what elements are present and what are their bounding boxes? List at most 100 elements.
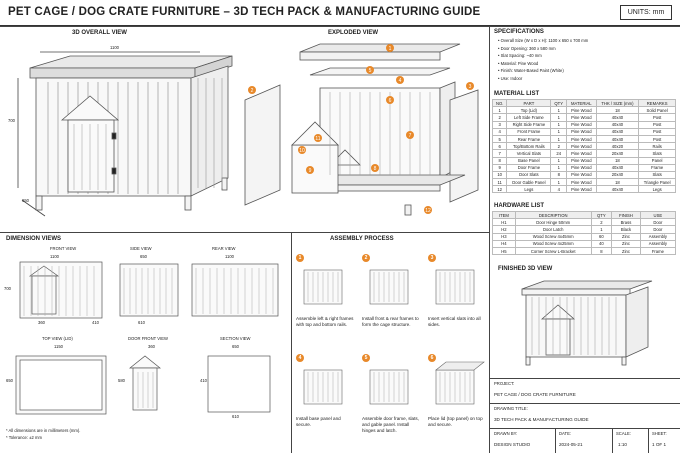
callout-3 — [466, 82, 474, 90]
svg-text:2: 2 — [251, 88, 254, 94]
callout-7 — [406, 131, 414, 139]
front-door-dim: 360 — [38, 320, 45, 325]
spec-item: • Finish: Water-Based Paint (White) — [498, 68, 564, 74]
spec-item: • Use: Indoor — [498, 75, 523, 81]
right-column-divider — [489, 26, 490, 453]
drawing-title: 3D TECH PACK & MANUFACTURING GUIDE — [494, 417, 589, 422]
specs-label: SPECIFICATIONS — [494, 29, 544, 35]
front-height-dim: 700 — [4, 286, 11, 291]
overall-width-dim: 1100 — [110, 45, 120, 50]
finished-3d-drawing — [521, 280, 653, 366]
svg-text:7: 7 — [409, 133, 412, 139]
material-list-label: MATERIAL LIST — [494, 91, 540, 97]
spec-item: • Door Opening: 360 x 580 mm — [498, 45, 556, 51]
sheet-label: SHEET: — [652, 431, 667, 436]
date-value: 2024-05-21 — [559, 442, 583, 447]
section-view-label: SECTION VIEW — [220, 336, 251, 341]
svg-text:1: 1 — [389, 46, 392, 52]
assembly-step-illustration — [303, 269, 343, 305]
dimension-views-label: DIMENSION VIEWS — [6, 236, 62, 242]
front-depth-dim: 410 — [92, 320, 99, 325]
step-number: 1 — [296, 254, 304, 262]
svg-text:8: 8 — [374, 166, 377, 172]
door-view-label: DOOR FRONT VIEW — [128, 336, 168, 341]
callout-11 — [314, 134, 322, 142]
assembly-step-illustration — [303, 369, 343, 405]
sheet-value: 1 OF 1 — [652, 442, 667, 447]
callout-5 — [366, 66, 374, 74]
section-width-dim: 650 — [232, 344, 239, 349]
spec-item: • Overall Size (W x D x H): 1100 x 650 x… — [498, 38, 589, 43]
step-text: Place lid (top panel) on top and secure. — [428, 416, 483, 427]
step-number: 2 — [362, 254, 370, 262]
dimension-elevations — [19, 261, 279, 319]
overall-view-label: 3D OVERALL VIEW — [72, 30, 127, 36]
mid-divider — [0, 232, 489, 233]
units-badge: UNITS: mm — [620, 5, 672, 20]
rear-view-label: REAR VIEW — [212, 246, 236, 251]
top-view-label: TOP VIEW (LID) — [42, 336, 73, 341]
assembly-step-illustration — [369, 369, 409, 405]
finished-view-label: FINISHED 3D VIEW — [498, 266, 553, 272]
step-text: Assemble left & right frames with top an… — [296, 316, 354, 327]
step-number: 4 — [296, 354, 304, 362]
assembly-step-illustration — [369, 269, 409, 305]
callout-4 — [396, 76, 404, 84]
callout-2 — [248, 86, 256, 94]
callout-10 — [298, 146, 306, 154]
door-height-dim: 580 — [118, 378, 125, 383]
svg-text:5: 5 — [369, 68, 372, 74]
callout-8 — [371, 164, 379, 172]
callout-1 — [386, 44, 394, 52]
hardware-list-label: HARDWARE LIST — [494, 203, 544, 209]
page-title: PET CAGE / DOG CRATE FURNITURE – 3D TECH… — [8, 6, 481, 18]
side-bottom-dim: 610 — [138, 320, 145, 325]
svg-text:11: 11 — [315, 136, 320, 142]
scale-label: SCALE: — [616, 431, 631, 436]
drawn-by-label: DRAWN BY: — [494, 431, 518, 436]
note-mm: * All dimensions are in millimeters (mm)… — [6, 428, 81, 433]
overall-3d-drawing — [17, 51, 233, 217]
svg-text:6: 6 — [389, 98, 392, 104]
drawing-title-label: DRAWING TITLE: — [494, 406, 528, 411]
front-width-dim: 1100 — [50, 254, 60, 259]
callout-12 — [424, 206, 432, 214]
side-view-label: SIDE VIEW — [130, 246, 152, 251]
section-height-dim: 410 — [200, 378, 207, 383]
date-label: DATE: — [559, 431, 572, 436]
svg-text:3: 3 — [469, 84, 472, 90]
header-bar — [0, 0, 680, 26]
assembly-label: ASSEMBLY PROCESS — [330, 236, 394, 242]
scale-value: 1:10 — [618, 442, 627, 447]
project-name: PET CAGE / DOG CRATE FURNITURE — [494, 392, 576, 397]
svg-text:10: 10 — [299, 148, 305, 154]
overall-height-dim: 700 — [8, 118, 15, 123]
callout-6 — [386, 96, 394, 104]
assembly-step-illustration — [435, 269, 475, 305]
callout-9 — [306, 166, 314, 174]
door-width-dim: 360 — [148, 344, 155, 349]
top-width-dim: 1150 — [54, 344, 64, 349]
overall-depth-dim: 650 — [22, 198, 29, 203]
svg-text:12: 12 — [425, 208, 431, 214]
step-number: 3 — [428, 254, 436, 262]
